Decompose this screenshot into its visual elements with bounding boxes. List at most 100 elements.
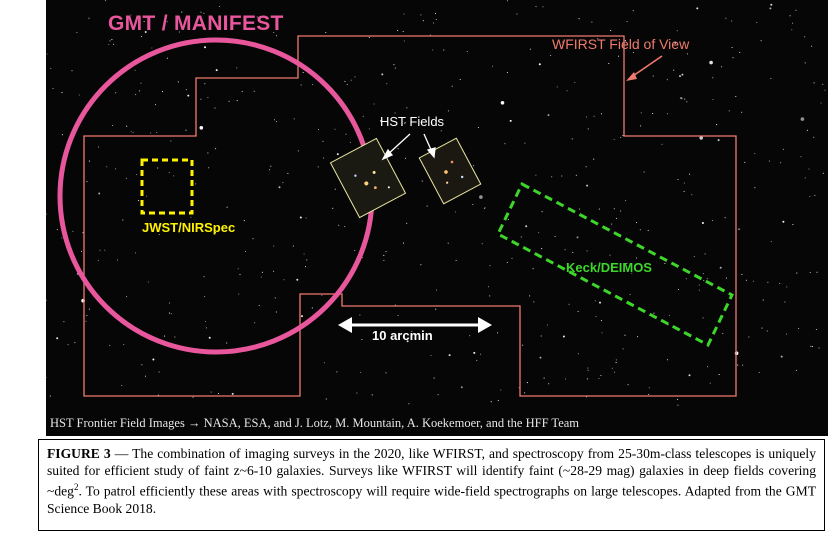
star: [587, 367, 589, 369]
star: [706, 278, 708, 280]
star: [147, 281, 149, 283]
star: [490, 401, 492, 403]
star: [261, 271, 263, 273]
star: [712, 77, 714, 79]
star: [538, 232, 540, 234]
star: [323, 157, 325, 159]
star: [406, 107, 408, 109]
star: [451, 85, 453, 87]
star: [566, 90, 568, 92]
star: [731, 46, 733, 49]
star: [469, 335, 471, 337]
star: [241, 90, 243, 92]
star: [46, 53, 48, 55]
star: [440, 130, 442, 132]
star: [709, 60, 713, 65]
star: [693, 255, 695, 257]
star: [260, 276, 262, 278]
star: [779, 282, 781, 284]
star: [210, 391, 212, 393]
star: [816, 271, 818, 273]
star: [529, 48, 531, 50]
caption-text: — The combination of imaging surveys in …: [47, 446, 816, 499]
star: [422, 20, 424, 22]
star: [699, 136, 703, 140]
star: [509, 119, 512, 122]
star: [511, 257, 513, 259]
star: [174, 336, 176, 338]
star: [49, 395, 51, 397]
star: [283, 279, 285, 281]
star: [798, 327, 800, 329]
star: [292, 245, 294, 247]
star: [556, 86, 558, 88]
star: [113, 43, 115, 45]
star: [311, 307, 313, 309]
star: [99, 249, 101, 251]
star: [134, 252, 137, 254]
star: [299, 216, 302, 219]
star: [239, 274, 241, 276]
star: [565, 378, 567, 380]
star: [735, 95, 737, 97]
star: [597, 38, 599, 40]
star: [639, 125, 642, 127]
star: [253, 90, 255, 92]
star: [600, 374, 602, 377]
star: [138, 90, 141, 92]
star-field: [46, 0, 828, 436]
star: [138, 200, 140, 202]
star: [144, 31, 147, 33]
star: [359, 314, 361, 316]
star: [447, 242, 449, 244]
star: [421, 180, 423, 182]
star: [168, 302, 171, 304]
star: [492, 65, 494, 67]
star: [381, 73, 384, 76]
gmt-manifest-label: GMT / MANIFEST: [108, 12, 284, 35]
star: [61, 92, 63, 94]
star: [344, 80, 346, 82]
star: [448, 354, 451, 357]
star: [243, 220, 245, 222]
star: [547, 114, 550, 117]
star: [204, 295, 206, 297]
star: [386, 83, 388, 85]
star: [676, 30, 678, 32]
star: [85, 320, 87, 322]
star: [443, 49, 445, 51]
star: [754, 152, 756, 154]
star: [161, 91, 164, 93]
star: [686, 53, 688, 55]
star: [397, 148, 399, 150]
star: [586, 116, 588, 118]
star: [406, 222, 408, 224]
star: [304, 266, 307, 268]
star: [170, 140, 172, 142]
star: [166, 57, 168, 59]
star: [647, 229, 649, 232]
star: [516, 13, 518, 15]
star: [177, 81, 179, 83]
star: [226, 342, 228, 344]
star: [636, 336, 639, 338]
star: [820, 102, 822, 104]
star: [520, 236, 522, 238]
star: [744, 161, 746, 163]
star: [204, 83, 206, 85]
star: [185, 89, 187, 91]
star: [368, 36, 370, 39]
star: [109, 40, 111, 42]
star: [82, 232, 84, 234]
star: [526, 382, 528, 384]
star: [394, 67, 396, 69]
star: [466, 51, 468, 53]
star: [725, 277, 727, 279]
star: [244, 250, 246, 253]
star: [611, 367, 613, 369]
star: [411, 330, 413, 332]
star: [487, 286, 490, 288]
star: [178, 31, 180, 33]
star: [615, 217, 617, 219]
star: [168, 312, 171, 314]
